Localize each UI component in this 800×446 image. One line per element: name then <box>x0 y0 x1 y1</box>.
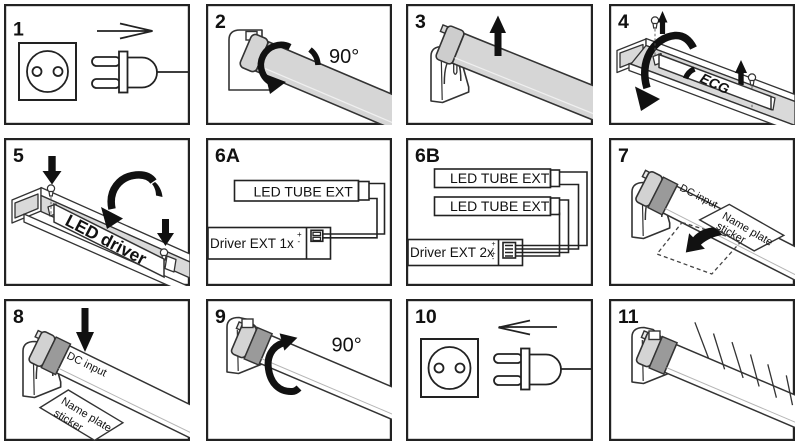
svg-text:LED TUBE EXT: LED TUBE EXT <box>254 184 354 200</box>
svg-text:4: 4 <box>618 11 629 33</box>
svg-text:5: 5 <box>13 145 24 167</box>
svg-text:6A: 6A <box>215 145 240 167</box>
svg-text:2: 2 <box>215 11 226 33</box>
svg-text:10: 10 <box>415 306 437 328</box>
svg-text:+: + <box>492 241 496 248</box>
svg-text:9: 9 <box>215 306 226 328</box>
svg-text:3: 3 <box>415 11 426 33</box>
svg-text:11: 11 <box>618 306 639 328</box>
svg-text:Driver EXT 1x: Driver EXT 1x <box>210 236 294 251</box>
svg-text:-: - <box>298 237 301 246</box>
svg-text:+: + <box>492 251 496 258</box>
svg-text:1: 1 <box>13 19 24 41</box>
svg-text:LED TUBE EXT: LED TUBE EXT <box>450 198 550 214</box>
svg-text:-: - <box>492 256 495 263</box>
svg-text:90°: 90° <box>329 46 359 68</box>
svg-text:8: 8 <box>13 306 24 328</box>
svg-text:90°: 90° <box>332 335 362 357</box>
svg-text:7: 7 <box>618 145 629 167</box>
svg-text:LED TUBE EXT: LED TUBE EXT <box>450 170 550 186</box>
svg-text:6B: 6B <box>415 145 440 167</box>
svg-text:+: + <box>297 230 302 239</box>
svg-text:Driver EXT 2x: Driver EXT 2x <box>410 245 494 260</box>
svg-text:-: - <box>492 246 495 253</box>
